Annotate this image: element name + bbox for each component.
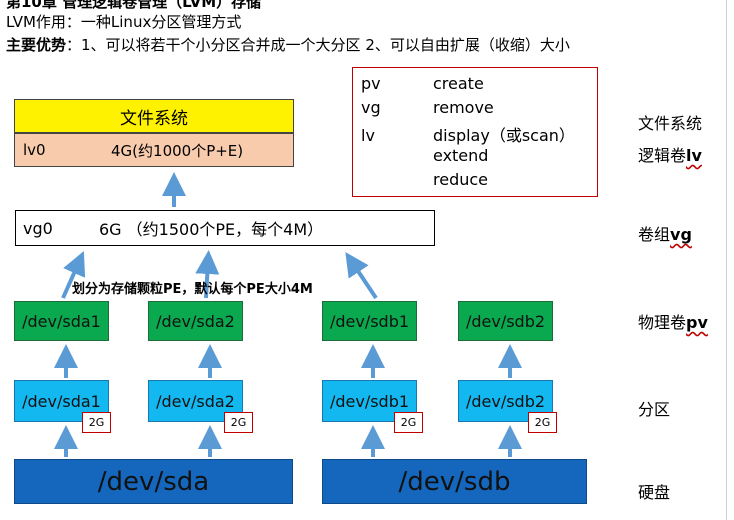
right-edge-divider [726,0,727,520]
side-label-disk: 硬盘 [638,483,671,502]
advantages-label: 主要优势 [6,36,67,54]
size-badge-sdb1: 2G [394,412,423,433]
command-row-1: pv create [361,74,484,93]
command-action-extend: extend [433,146,489,165]
arrow-sdb1-pv-to-vg [345,252,378,300]
side-label-pv: 物理卷pv [638,313,708,332]
arrow-sda1-pv-to-vg [61,251,86,299]
command-action-display: display（或scan） [433,126,575,145]
logical-volume-box: lv0 4G(约1000个P+E) [14,133,294,167]
pe-note: 划分为存储颗粒PE，默认每个PE大小4M [72,282,313,297]
arrow-sda2-pv-to-vg [195,250,220,299]
command-row-2: vg remove [361,98,494,117]
side-label-vg: 卷组vg [638,225,692,244]
size-badge-sda1: 2G [82,412,111,433]
vg-name: vg0 [23,218,53,238]
side-label-filesystem: 文件系统 [638,114,703,133]
size-badge-sdb2: 2G [528,412,557,433]
command-action-remove: remove [433,98,494,117]
lv-name: lv0 [23,141,46,159]
vg-size: 6G （约1500个PE，每个4M） [99,220,324,239]
command-subject-vg: vg [361,98,381,117]
advantages-detail: ：1、可以将若干个小分区合并成一个大分区 2、可以自由扩展（收缩）大小 [66,36,570,54]
filesystem-box: 文件系统 [14,99,294,133]
pv-sdb2: /dev/sdb2 [458,301,553,341]
disk-sda: /dev/sda [14,459,293,504]
lvm-advantages-text: 主要优势：1、可以将若干个小分区合并成一个大分区 2、可以自由扩展（收缩）大小 [6,34,570,55]
pv-sdb1: /dev/sdb1 [322,301,417,341]
size-badge-sda2: 2G [224,412,253,433]
command-row-3: lv display（或scan） [361,122,575,146]
page-title: 第10章 管理逻辑卷管理（LVM）存储 [6,0,262,11]
partition-sdb1: /dev/sdb1 [322,380,417,422]
command-row-5: reduce [361,170,488,189]
pv-sda2: /dev/sda2 [148,301,243,341]
pv-sda1: /dev/sda1 [14,301,109,341]
side-label-lv: 逻辑卷lv [638,146,702,165]
command-subject-pv: pv [361,74,381,93]
side-label-partition: 分区 [638,400,671,419]
command-action-reduce: reduce [433,170,489,189]
command-reference-box: pv create vg remove lv display（或scan） exten… [352,67,598,197]
command-row-4: extend [361,146,488,165]
command-subject-lv: lv [361,126,375,145]
lvm-purpose-text: LVM作用：一种Linux分区管理方式 [6,13,242,31]
disk-sdb: /dev/sdb [322,459,587,504]
volume-group-box: vg0 6G （约1500个PE，每个4M） [15,210,435,246]
command-action-create: create [433,74,484,93]
lv-size: 4G(约1000个P+E) [111,141,244,160]
